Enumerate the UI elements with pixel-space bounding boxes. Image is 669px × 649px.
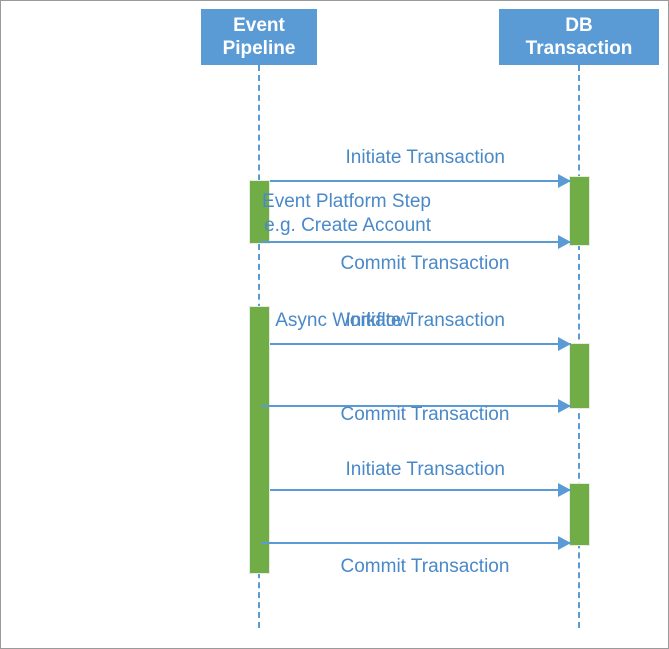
message-arrowhead-msg-commit-3 xyxy=(558,536,571,550)
message-label-msg-initiate-3: Initiate Transaction xyxy=(345,459,505,480)
activation-bar-pipeline-activation-1 xyxy=(249,180,270,244)
activation-bar-db-activation-3 xyxy=(569,483,590,546)
message-line-msg-initiate-3 xyxy=(270,489,571,491)
message-arrowhead-msg-commit-2 xyxy=(558,399,571,413)
message-label-msg-commit-1: Commit Transaction xyxy=(340,253,510,274)
message-arrowhead-msg-commit-1 xyxy=(558,235,571,249)
activation-bar-db-activation-1 xyxy=(569,176,590,246)
message-label-msg-commit-2: Commit Transaction xyxy=(340,404,510,425)
side-note-event-platform-step: Event Platform Step e.g. Create Account xyxy=(262,191,431,237)
message-label-msg-initiate-2: Initiate Transaction xyxy=(345,310,505,331)
message-label-msg-initiate-1: Initiate Transaction xyxy=(345,147,505,168)
message-line-msg-initiate-2 xyxy=(270,343,571,345)
activation-bar-db-activation-2 xyxy=(569,343,590,409)
message-arrowhead-msg-initiate-3 xyxy=(558,483,571,497)
participant-label-event-pipeline: Event Pipeline xyxy=(222,14,296,59)
activation-bar-pipeline-activation-2 xyxy=(249,306,270,574)
participant-db-transaction[interactable]: DB Transaction xyxy=(499,9,659,65)
participant-label-db-transaction: DB Transaction xyxy=(525,14,633,59)
message-line-msg-commit-1 xyxy=(261,241,571,243)
participant-event-pipeline[interactable]: Event Pipeline xyxy=(201,9,317,65)
message-label-msg-commit-3: Commit Transaction xyxy=(340,556,510,577)
side-note-async-workflow: Async Workflow xyxy=(275,310,410,331)
message-arrowhead-msg-initiate-2 xyxy=(558,337,571,351)
message-line-msg-commit-2 xyxy=(261,405,571,407)
message-line-msg-commit-3 xyxy=(261,542,571,544)
message-arrowhead-msg-initiate-1 xyxy=(558,174,571,188)
message-line-msg-initiate-1 xyxy=(270,180,571,182)
